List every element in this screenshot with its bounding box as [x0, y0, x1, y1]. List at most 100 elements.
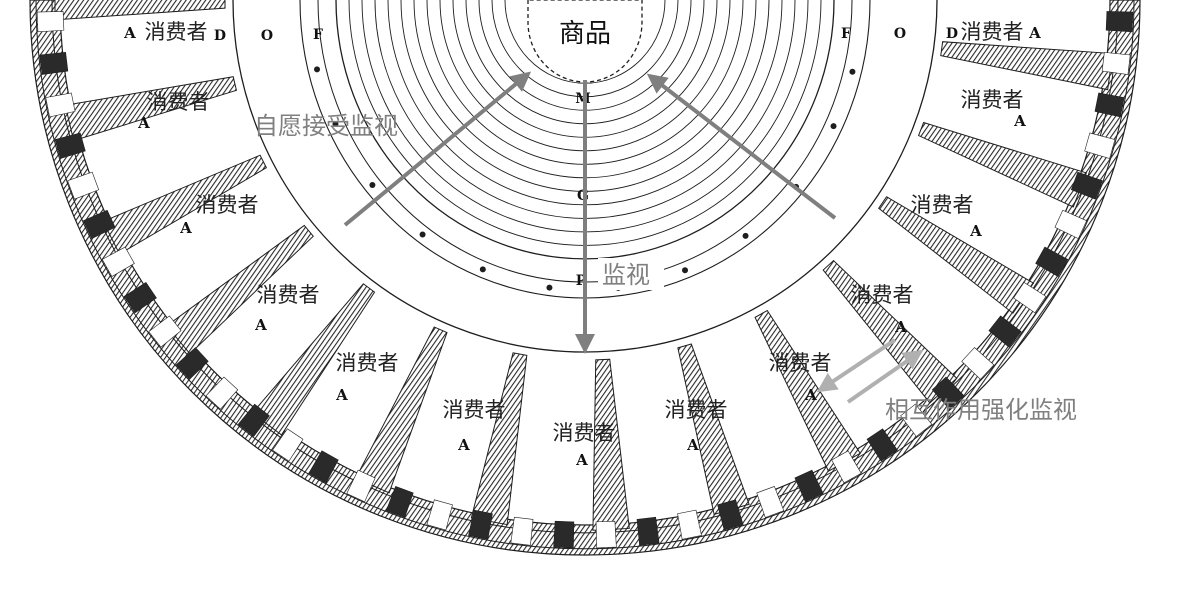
gallery-dot [332, 120, 339, 127]
cell-label: 消费者 [257, 283, 320, 307]
window-tooth [900, 403, 933, 437]
gallery-dot [314, 66, 321, 73]
window-tooth [636, 516, 660, 546]
window-tooth [272, 428, 304, 462]
window-tooth [148, 315, 182, 348]
window-tooth [1013, 281, 1047, 314]
center-disc [527, 0, 643, 83]
cell-letter: A [137, 114, 150, 132]
letter-right-f: F [841, 26, 851, 42]
caption-surveillance-bg [598, 258, 664, 290]
cell-10: 消费者 A [851, 283, 914, 336]
window-tooth [1105, 11, 1134, 33]
cell-label: 消费者 [553, 421, 616, 445]
window-tooth [83, 209, 116, 240]
cell-11: 消费者 A [911, 193, 983, 240]
cell-1: A 消费者 [123, 20, 207, 44]
caption-surveillance: 监视 [602, 261, 650, 289]
window-tooth [1101, 52, 1131, 75]
letter-left-d: D [214, 28, 226, 44]
cell-label: 消费者 [145, 20, 208, 44]
cell-letter: A [179, 219, 192, 237]
window-tooth [1035, 246, 1069, 277]
window-tooth [426, 499, 453, 531]
cell-label: 消费者 [911, 193, 974, 217]
letter-p: P [576, 273, 587, 289]
gallery-dot [369, 181, 376, 188]
cell-label: 消费者 [196, 193, 259, 217]
cell-letter: A [254, 316, 267, 334]
window-tooth [205, 376, 239, 410]
cell-letter: A [1028, 24, 1041, 42]
window-tooth [39, 52, 69, 75]
window-tooth [308, 450, 339, 484]
cell-letter: A [1013, 112, 1026, 130]
cell-letter: A [686, 436, 699, 454]
window-tooth [866, 428, 898, 462]
caption-voluntary: 自愿接受监视 [254, 112, 398, 140]
cell-4: 消费者 A [254, 283, 319, 334]
window-tooth [794, 469, 824, 503]
gallery-dot [479, 266, 486, 273]
cell-label: 消费者 [336, 351, 399, 375]
window-tooth [45, 92, 76, 118]
window-tooth [1094, 92, 1125, 118]
letter-right-d: D [946, 26, 958, 42]
caption-mutual: 相互作用强化监视 [885, 396, 1077, 424]
cell-13: 消费者 A [961, 20, 1042, 44]
window-tooth [1054, 209, 1087, 240]
window-tooth [385, 486, 414, 518]
window-tooth [595, 520, 617, 549]
window-tooth [54, 132, 86, 159]
cell-letter: A [335, 386, 348, 404]
letter-left-f: F [313, 27, 323, 43]
cell-letter: A [575, 451, 588, 469]
cell-6: 消费者 A [443, 398, 506, 454]
arrow-mutual-1 [816, 338, 897, 393]
cell-label: 消费者 [665, 398, 728, 422]
cell-letter: A [123, 24, 136, 42]
partition-wall [917, 121, 1087, 208]
arrow-voluntary-left [343, 71, 532, 227]
cell-letter: A [804, 386, 817, 404]
center-label: 商品 [559, 19, 611, 49]
window-teeth [36, 11, 1134, 549]
window-tooth [931, 376, 965, 410]
window-tooth [988, 315, 1022, 348]
cell-9: 消费者 A [769, 351, 832, 404]
cell-8: 消费者 A [665, 398, 728, 454]
cell-label: 消费者 [443, 398, 506, 422]
partition-wall [878, 196, 1035, 314]
partition-wall [754, 309, 861, 472]
letter-right-o: O [894, 26, 906, 42]
partition-wall [822, 259, 958, 404]
gallery-dot [742, 232, 749, 239]
window-tooth [677, 509, 702, 540]
window-tooth [36, 11, 65, 33]
window-tooth [175, 347, 209, 380]
cell-label: 消费者 [769, 351, 832, 375]
window-tooth [717, 499, 744, 531]
cell-letter: A [894, 318, 907, 336]
window-tooth [468, 509, 493, 540]
gallery-dot [830, 123, 837, 130]
window-tooth [831, 450, 862, 484]
letter-left-o: O [261, 28, 273, 44]
window-tooth [123, 281, 157, 314]
partition-wall [677, 343, 750, 515]
partition-wall [592, 358, 630, 531]
arrow-voluntary-right [646, 73, 837, 220]
window-tooth [101, 246, 135, 277]
gallery-dot [419, 231, 426, 238]
cell-7: 消费者 A [553, 421, 616, 469]
cell-5: 消费者 A [335, 351, 398, 404]
cell-label: 消费者 [961, 20, 1024, 44]
partition-wall [940, 41, 1114, 91]
cell-2: 消费者 A [137, 90, 209, 132]
window-tooth [510, 516, 534, 546]
gallery-dot [849, 68, 856, 75]
partition-wall [470, 352, 528, 526]
cell-letter: A [457, 436, 470, 454]
window-tooth [553, 520, 575, 549]
window-tooth [346, 469, 376, 503]
